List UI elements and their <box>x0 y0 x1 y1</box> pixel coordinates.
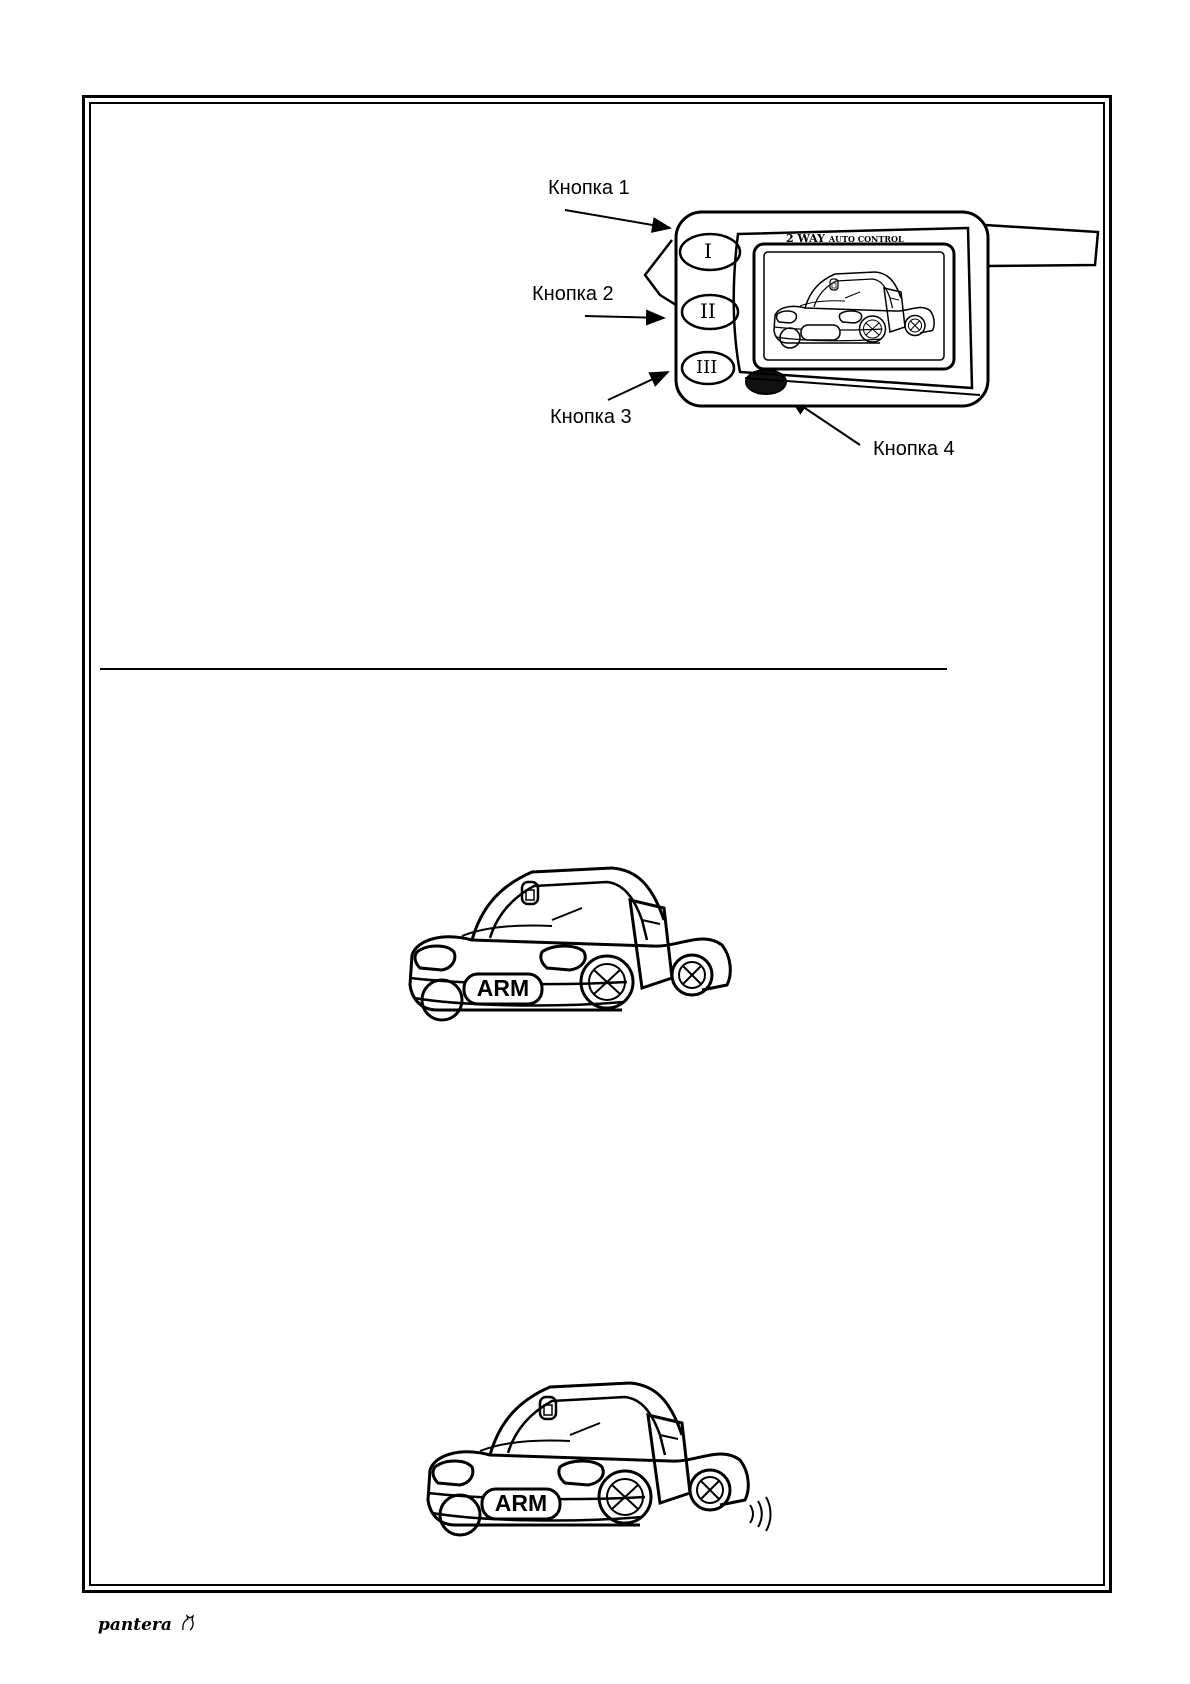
section-divider <box>100 668 947 670</box>
remote-header-small: AUTO CONTROL <box>828 234 904 244</box>
panther-icon <box>181 1614 194 1631</box>
key-mark-3: III <box>696 357 718 378</box>
pantera-logo-text: pantera <box>98 1615 172 1635</box>
page-border-inner <box>89 102 1105 1586</box>
pantera-logo: pantera <box>98 1612 194 1635</box>
car-2-plate: ARM <box>494 1490 548 1516</box>
button-4-label: Кнопка 4 <box>873 438 955 460</box>
button-1-label: Кнопка 1 <box>548 177 630 199</box>
button-3-label: Кнопка 3 <box>550 406 632 428</box>
car-1-plate: ARM <box>476 975 530 1001</box>
remote-header-text: 2 WAY <box>786 232 825 245</box>
button-2-label: Кнопка 2 <box>532 283 614 305</box>
page-border-outer <box>82 95 1112 1593</box>
car-illustration-1 <box>408 866 732 1022</box>
remote-header: 2 WAY AUTO CONTROL <box>786 228 904 250</box>
car-illustration-2 <box>426 1381 772 1537</box>
key-mark-1: I <box>704 239 712 263</box>
key-mark-2: II <box>700 299 716 323</box>
